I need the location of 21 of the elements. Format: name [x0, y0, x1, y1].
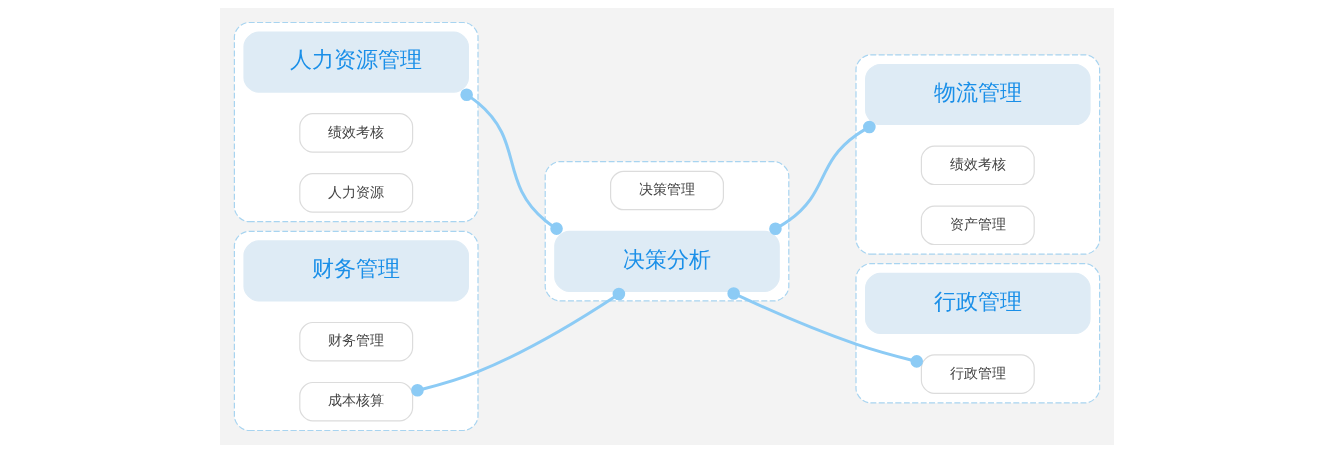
connector: [410, 287, 625, 397]
connector: [726, 287, 923, 368]
node-box: 财务管理: [298, 321, 413, 362]
connector: [768, 120, 876, 236]
node-box: 人力资源: [298, 173, 413, 213]
cluster: [854, 54, 1100, 255]
node-box: 行政管理: [864, 272, 1091, 334]
connector: [459, 88, 563, 235]
cluster: [854, 263, 1100, 404]
node-box: 成本核算: [298, 381, 413, 422]
node-box: 行政管理: [920, 354, 1035, 394]
node-box: 绩效考核: [298, 113, 413, 153]
cluster: [233, 21, 479, 223]
node-box: 财务管理: [242, 240, 469, 302]
cluster: [233, 230, 479, 432]
node-box: 资产管理: [920, 205, 1035, 246]
node-box: 决策分析: [553, 230, 780, 292]
node-box: 人力资源管理: [242, 31, 469, 93]
node-box: 决策管理: [609, 170, 724, 211]
node-box: 绩效考核: [920, 145, 1035, 186]
node-box: 物流管理: [864, 63, 1091, 126]
